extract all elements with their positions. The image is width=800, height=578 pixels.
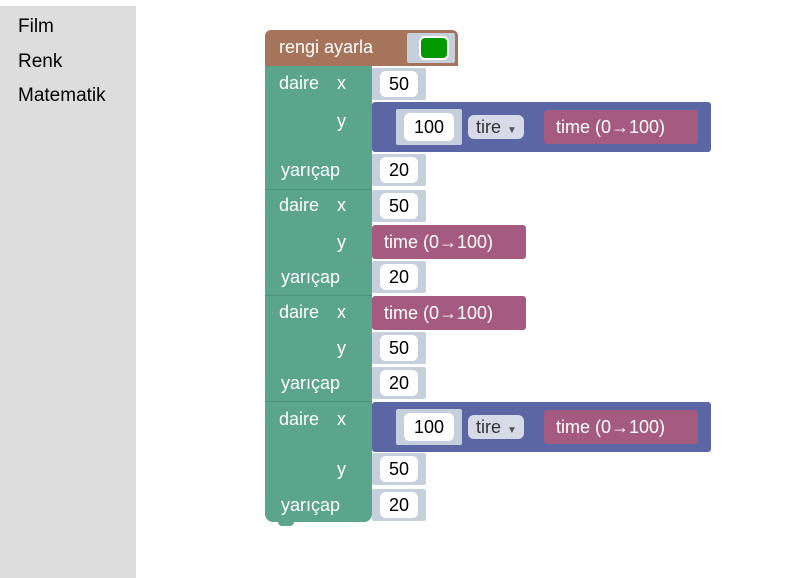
circle2-x-label: x <box>337 195 346 215</box>
minus-operator-label: tire <box>476 117 502 137</box>
workspace[interactable] <box>136 6 800 578</box>
circle1-radius-label: yarıçap <box>281 160 341 180</box>
time-block[interactable]: time (0→100) <box>372 225 526 259</box>
minus-left-value[interactable]: 100 <box>404 413 454 441</box>
chevron-down-icon: ▼ <box>507 125 517 136</box>
toolbox-category-renk[interactable]: Renk <box>18 51 63 72</box>
chevron-down-icon: ▼ <box>507 425 517 436</box>
circle2-radius-label: yarıçap <box>281 267 341 287</box>
circle3-radius-label: yarıçap <box>281 373 341 393</box>
toolbox-category-film[interactable]: Film <box>18 16 54 37</box>
circle2-label: daire <box>279 195 320 215</box>
circle4-x-label: x <box>337 409 346 429</box>
circle2-x-field[interactable]: 50 <box>380 193 418 219</box>
toolbox-category-matematik[interactable]: Matematik <box>18 85 106 106</box>
time-block[interactable]: time (0→100) <box>544 410 698 444</box>
circle4-y-label: y <box>337 459 346 479</box>
minus-operator-dropdown[interactable]: tire ▼ <box>468 115 524 139</box>
set-color-block[interactable]: rengi ayarla <box>265 30 458 66</box>
circle3-y-field[interactable]: 50 <box>380 335 418 361</box>
minus-operator-label: tire <box>476 417 502 437</box>
circle-blocks-stack[interactable] <box>265 66 372 522</box>
circle2-y-label: y <box>337 232 346 252</box>
color-swatch[interactable] <box>419 36 449 60</box>
circle1-x-label: x <box>337 73 346 93</box>
circle3-y-label: y <box>337 338 346 358</box>
circle4-x-minus-block[interactable]: 100 tire ▼ time (0→100) <box>372 402 711 452</box>
bottom-connector-notch <box>278 520 294 526</box>
toolbox: Film Renk Matematik <box>0 6 136 578</box>
circle1-label: daire <box>279 73 320 93</box>
circle1-radius-field[interactable]: 20 <box>380 157 418 183</box>
circle1-x-field[interactable]: 50 <box>380 71 418 97</box>
minus-left-value[interactable]: 100 <box>404 113 454 141</box>
circle-separator <box>265 401 372 402</box>
circle4-radius-label: yarıçap <box>281 495 341 515</box>
set-color-label: rengi ayarla <box>279 37 374 57</box>
circle3-radius-field[interactable]: 20 <box>380 370 418 396</box>
circle1-y-label: y <box>337 111 346 131</box>
minus-operator-dropdown[interactable]: tire ▼ <box>468 415 524 439</box>
time-block[interactable]: time (0→100) <box>372 296 526 330</box>
time-block[interactable]: time (0→100) <box>544 110 698 144</box>
circle4-y-field[interactable]: 50 <box>380 456 418 482</box>
circle2-radius-field[interactable]: 20 <box>380 264 418 290</box>
circle3-x-label: x <box>337 302 346 322</box>
circle-separator <box>265 189 372 190</box>
circle-separator <box>265 295 372 296</box>
circle3-label: daire <box>279 302 320 322</box>
circle4-radius-field[interactable]: 20 <box>380 492 418 518</box>
circle1-y-minus-block[interactable]: 100 tire ▼ time (0→100) <box>372 102 711 152</box>
circle4-label: daire <box>279 409 320 429</box>
